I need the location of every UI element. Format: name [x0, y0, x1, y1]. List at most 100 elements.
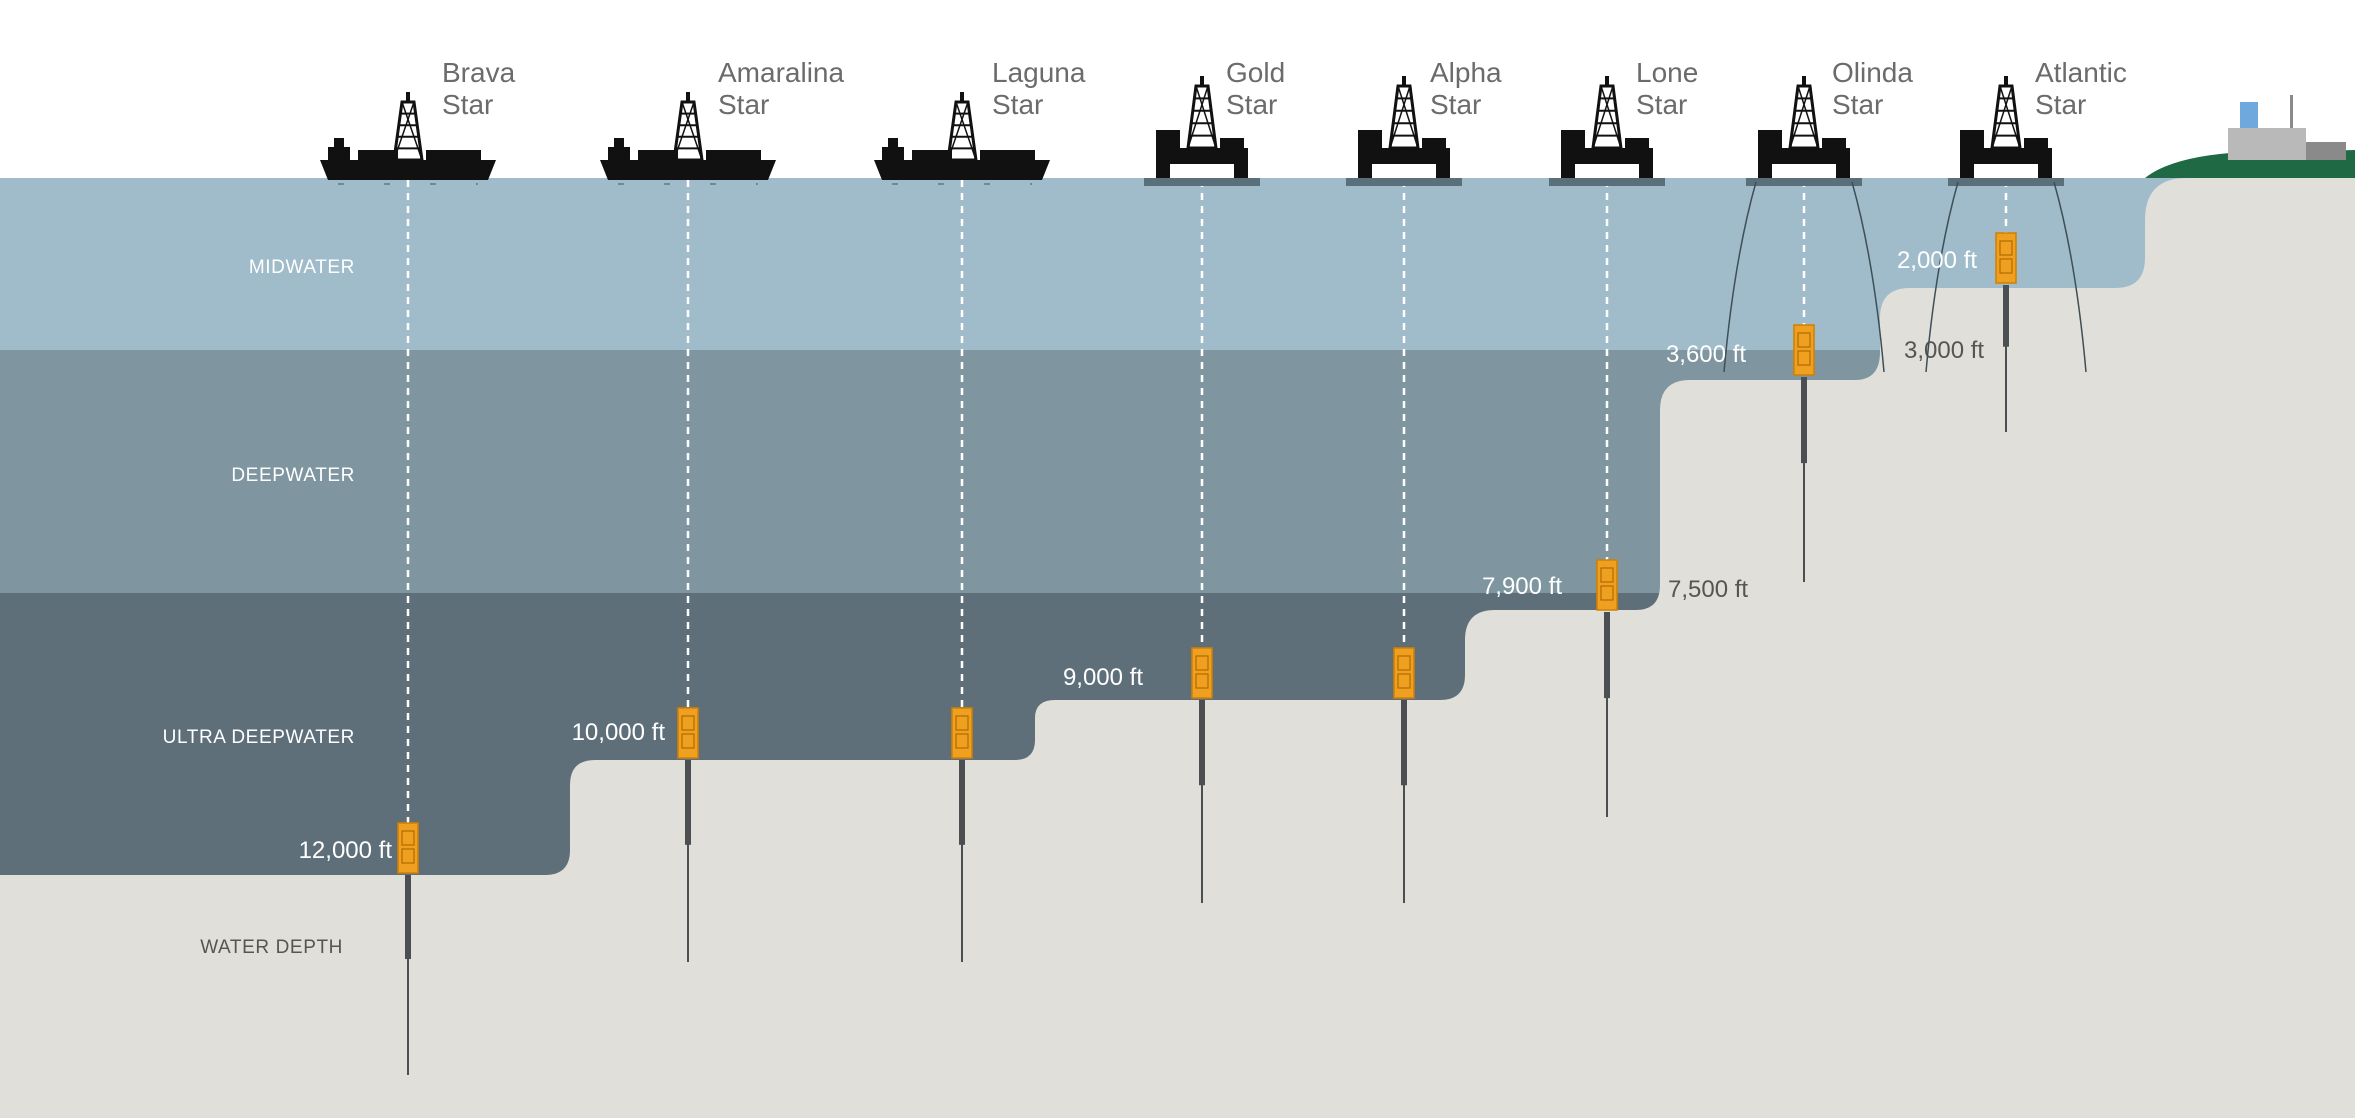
accommodation	[1358, 130, 1382, 148]
column	[1836, 164, 1850, 180]
rig-name-line1: Laguna	[992, 57, 1086, 88]
column	[1156, 164, 1170, 180]
accommodation	[1758, 130, 1782, 148]
bop-stack	[1995, 232, 2017, 284]
building-stack	[2290, 95, 2293, 128]
rig-name-line1: Lone	[1636, 57, 1698, 88]
midwater-label: MIDWATER	[249, 257, 355, 278]
derrick-frame	[392, 100, 424, 162]
rig-name-line2: Star	[1832, 89, 1883, 120]
column	[2038, 164, 2052, 180]
wellhead-casing	[1801, 377, 1807, 464]
derrick-brace	[1999, 85, 2021, 149]
bop-ram	[1195, 655, 1209, 671]
derrick-brace	[393, 101, 415, 161]
column	[1234, 164, 1248, 180]
shore-facility	[2145, 95, 2355, 178]
bop-stack	[1191, 647, 1213, 699]
wellhead-casing	[1199, 700, 1205, 786]
rig-name-line2: Star	[718, 89, 769, 120]
bop-stack	[677, 707, 699, 759]
rig-name-line2: Star	[2035, 89, 2086, 120]
bop-ram	[401, 848, 415, 864]
derrick-frame	[1788, 84, 1820, 150]
mooring-line	[1925, 181, 1959, 373]
main-deck	[1758, 148, 1850, 164]
derrick-brace	[401, 101, 423, 161]
building-tower	[2240, 102, 2258, 130]
bop-ram	[1797, 332, 1811, 348]
derrick-top	[1200, 76, 1204, 86]
rig-name-line2: Star	[992, 89, 1043, 120]
derrick-brace	[1789, 85, 1811, 149]
pipe-rack	[426, 150, 481, 160]
accommodation	[1561, 130, 1585, 148]
derrick-top	[2004, 76, 2008, 86]
derrick-frame	[1186, 84, 1218, 150]
derrick-brace	[1991, 85, 2013, 149]
bop-ram	[1600, 567, 1614, 583]
rig-name-line1: Gold	[1226, 57, 1285, 88]
main-deck	[1960, 148, 2052, 164]
bop-ram	[1397, 673, 1411, 689]
deck-house	[358, 150, 398, 160]
derrick-top	[686, 92, 690, 102]
accommodation	[1960, 130, 1984, 148]
column	[1758, 164, 1772, 180]
derrick-brace	[1187, 85, 1209, 149]
wellhead-casing	[1401, 700, 1407, 786]
column	[1561, 164, 1575, 180]
bop-stack	[1596, 559, 1618, 611]
derrick-brace	[681, 101, 703, 161]
hull	[320, 160, 496, 180]
bridge	[608, 147, 630, 160]
rig-depth-label: 10,000 ft	[572, 719, 666, 746]
bridge-top	[888, 138, 898, 147]
bop-ram	[1999, 240, 2013, 256]
derrick-frame	[1591, 84, 1623, 150]
derrick-brace	[673, 101, 695, 161]
column	[1639, 164, 1653, 180]
bop-stack	[397, 822, 419, 874]
hull	[600, 160, 776, 180]
deck-house	[912, 150, 952, 160]
main-deck	[1156, 148, 1248, 164]
derrick-brace	[1397, 85, 1419, 149]
building-main	[2228, 128, 2306, 160]
deepwater-label: DEEPWATER	[231, 465, 355, 486]
rig-name-line2: Star	[1226, 89, 1277, 120]
mooring-line	[2053, 181, 2087, 373]
derrick-top	[1605, 76, 1609, 86]
bop-ram	[681, 733, 695, 749]
derrick-top	[1402, 76, 1406, 86]
bridge-top	[614, 138, 624, 147]
crane-house	[1822, 138, 1846, 148]
rig-name-line1: Atlantic	[2035, 57, 2127, 88]
derrick-brace	[955, 101, 977, 161]
crane-house	[1220, 138, 1244, 148]
derrick-brace	[1600, 85, 1622, 149]
bop-ram	[955, 715, 969, 731]
derrick-brace	[1389, 85, 1411, 149]
derrick-top	[1802, 76, 1806, 86]
column	[1960, 164, 1974, 180]
column	[1358, 164, 1372, 180]
rig-depth-label: 7,900 ft	[1482, 573, 1562, 600]
mooring-line	[1723, 181, 1757, 373]
bop-ram	[955, 733, 969, 749]
seabed-profile	[0, 178, 2355, 1118]
bop-ram	[1999, 258, 2013, 274]
bridge-top	[334, 138, 344, 147]
mooring-line	[1851, 181, 1885, 373]
main-deck	[1561, 148, 1653, 164]
bop-ram	[1797, 350, 1811, 366]
bridge	[328, 147, 350, 160]
rig-depth-label: 9,000 ft	[1063, 664, 1143, 691]
